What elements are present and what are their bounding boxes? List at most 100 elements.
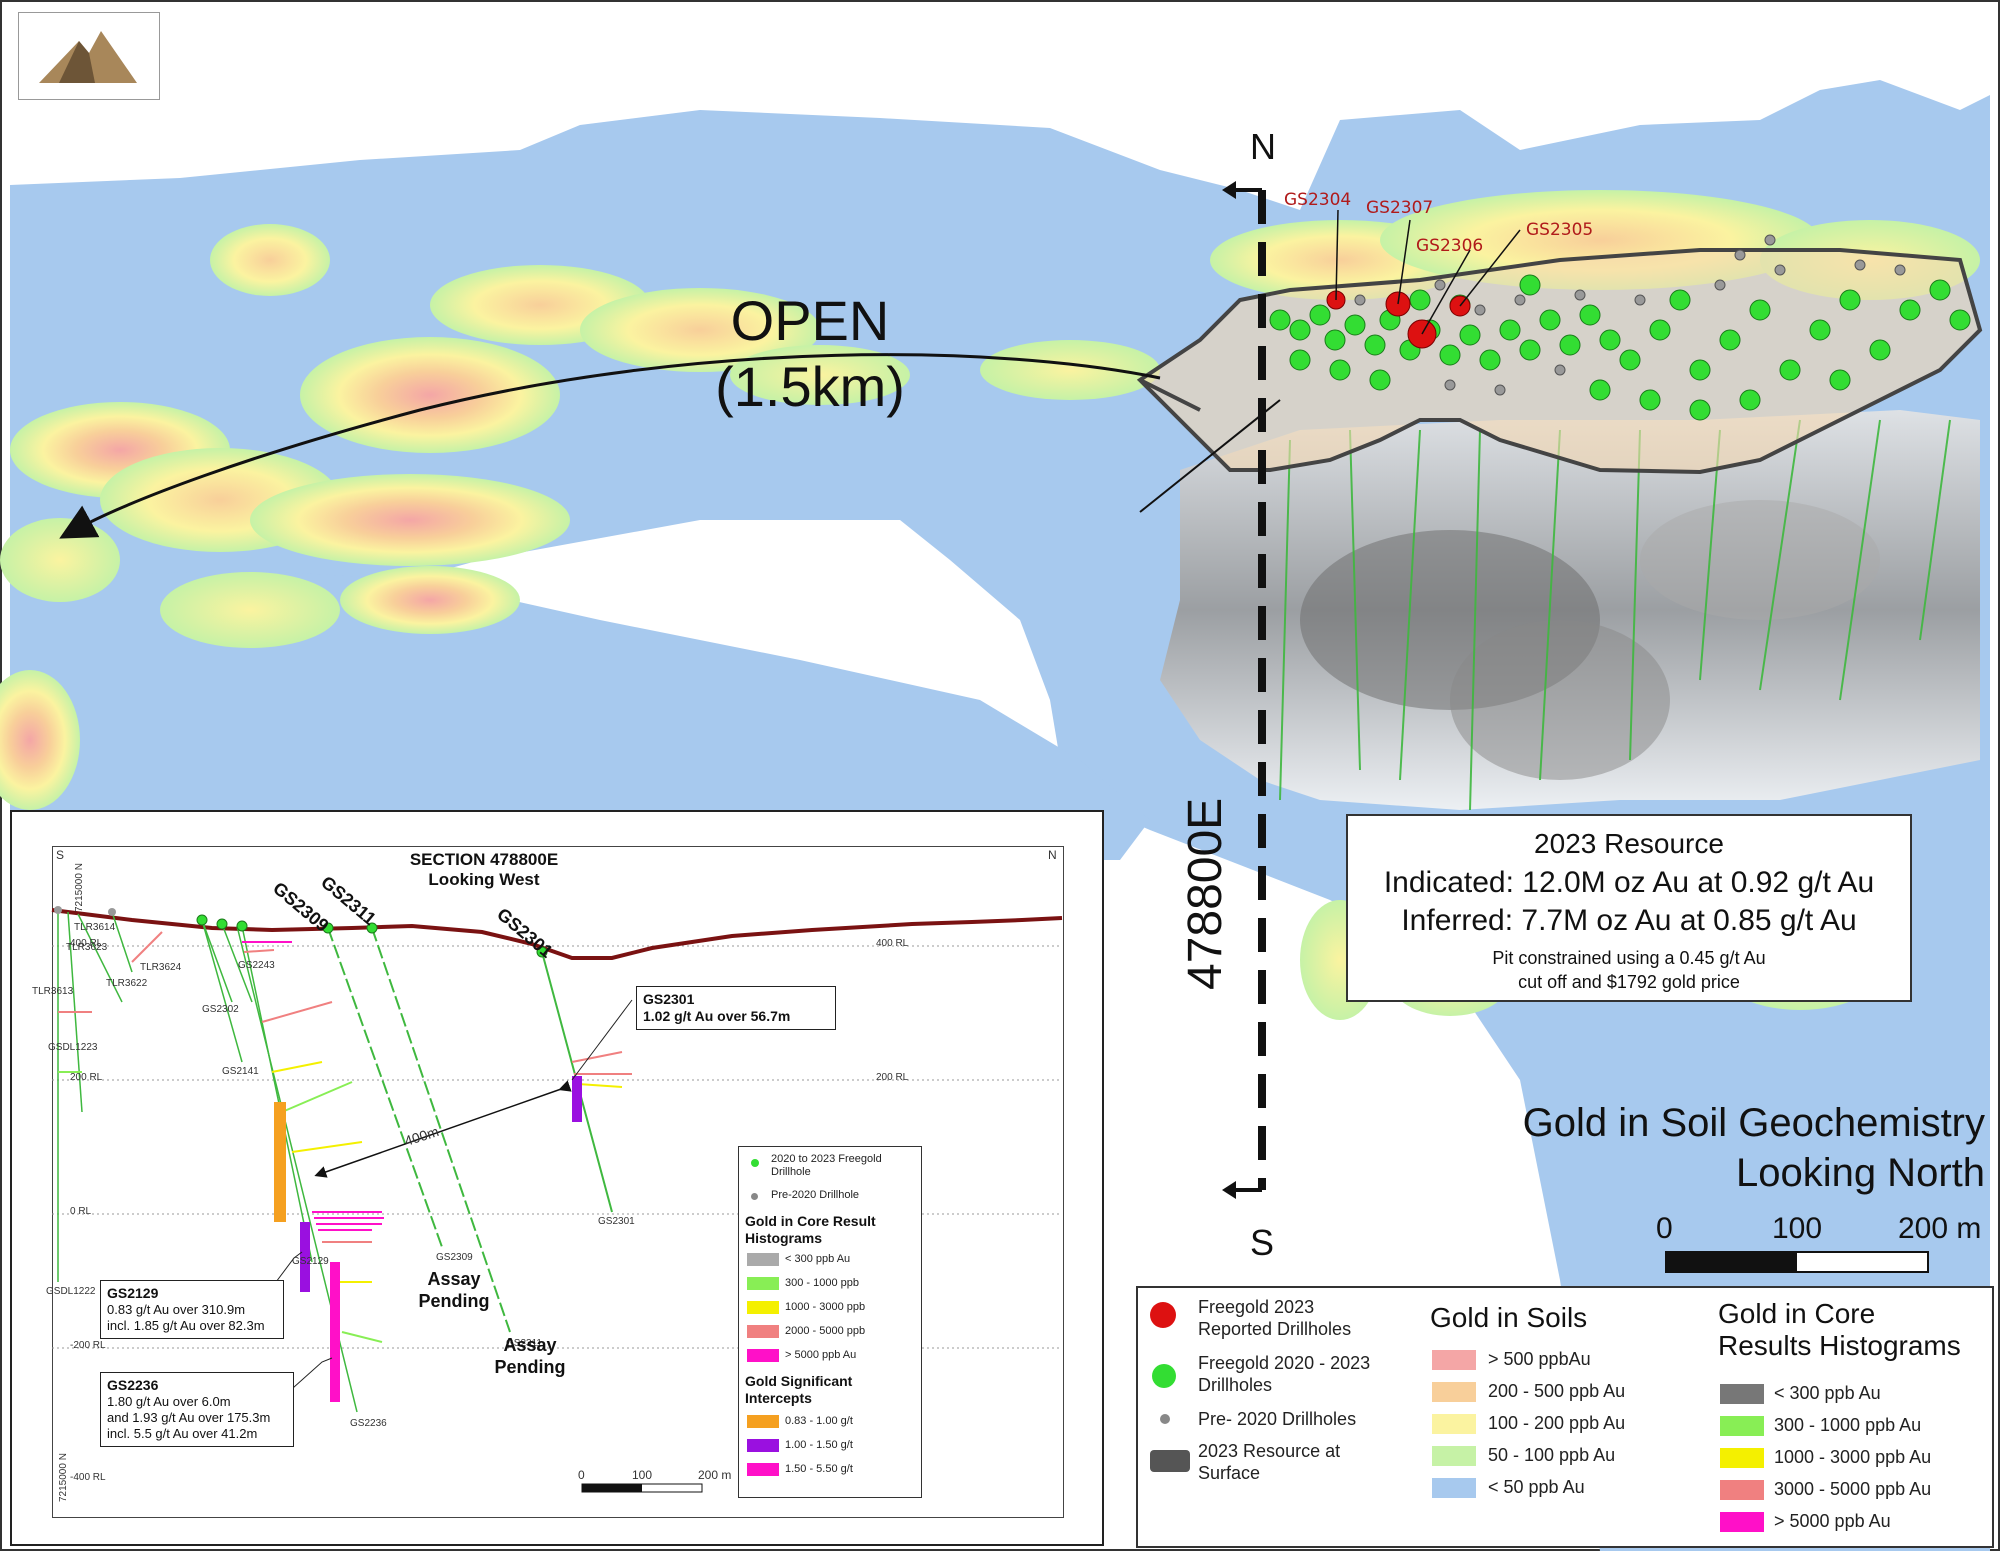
hist-class-2: 300 - 1000 ppb — [785, 1277, 860, 1289]
callout-gs2129: GS2129 0.83 g/t Au over 310.9m incl. 1.8… — [100, 1280, 284, 1339]
resource-inferred: Inferred: 7.7M oz Au at 0.85 g/t Au — [1401, 904, 1857, 937]
open-label-line1: OPEN — [730, 289, 890, 352]
hist-class-4: 2000 - 5000 ppb — [785, 1325, 866, 1337]
legend-pre-2020-drillholes: Pre- 2020 Drillholes — [1198, 1409, 1357, 1429]
section-title-line1: SECTION 478800E — [409, 850, 559, 869]
hole-tlr3624: TLR3624 — [140, 962, 182, 973]
callout-gs2236: GS2236 1.80 g/t Au over 6.0m and 1.93 g/… — [100, 1372, 294, 1447]
core-class-4: 3000 - 5000 ppb Au — [1774, 1479, 1932, 1499]
company-logo — [18, 12, 160, 100]
hole-gsdl1222: GSDL1222 — [46, 1286, 96, 1297]
core-class-3: 1000 - 3000 ppb Au — [1774, 1447, 1932, 1467]
hole-tlr3622: TLR3622 — [106, 978, 148, 989]
callout-gs2129-l2: incl. 1.85 g/t Au over 82.3m — [107, 1318, 265, 1333]
mountain-logo-icon — [39, 31, 137, 83]
section-title-line2: Looking West — [428, 870, 540, 889]
hole-gsdl1223: GSDL1223 — [48, 1042, 98, 1053]
hole-gs2243: GS2243 — [238, 960, 275, 971]
legend-reported-drillholes: Freegold 2023 Reported Drillholes — [1198, 1297, 1352, 1339]
soil-class-5: < 50 ppb Au — [1488, 1477, 1585, 1497]
resource-title: 2023 Resource — [1534, 828, 1724, 859]
resource-note-line2: cut off and $1792 gold price — [1518, 972, 1740, 992]
hole-gs2302: GS2302 — [202, 1004, 239, 1015]
legend-core-title-line2: Results Histograms — [1718, 1330, 1961, 1361]
soil-class-1: > 500 ppbAu — [1488, 1349, 1591, 1369]
inset-scale-0: 0 — [578, 1468, 585, 1482]
callout-gs2301-line: 1.02 g/t Au over 56.7m — [643, 1008, 791, 1024]
resource-note-line1: Pit constrained using a 0.45 g/t Au — [1492, 948, 1766, 968]
section-line-label: 478800E — [1179, 797, 1232, 990]
rl-left-400: 400 RL — [70, 938, 103, 949]
callout-gs2236-l1: 1.80 g/t Au over 6.0m — [107, 1394, 231, 1409]
hole-tlr3613: TLR3613 — [32, 986, 74, 997]
drillhole-label-gs2305: GS2305 — [1526, 220, 1594, 240]
callout-gs2129-l1: 0.83 g/t Au over 310.9m — [107, 1302, 246, 1317]
callout-gs2129-title: GS2129 — [107, 1285, 159, 1301]
rl-right-200: 200 RL — [876, 1072, 909, 1083]
map-title-line1: Gold in Soil Geochemistry — [1522, 1101, 1985, 1145]
inset-scale-100: 100 — [632, 1468, 653, 1482]
section-north: N — [1048, 848, 1057, 862]
drillhole-label-gs2306: GS2306 — [1416, 236, 1484, 256]
core-class-5: > 5000 ppb Au — [1774, 1511, 1891, 1531]
green-circle-icon — [1152, 1364, 1176, 1388]
hist-class-3: 1000 - 3000 ppb — [785, 1301, 866, 1313]
resource-indicated: Indicated: 12.0M oz Au at 0.92 g/t Au — [1383, 866, 1875, 899]
legend-sig-title: Gold Significant Intercepts — [745, 1373, 853, 1406]
legend-resource-surface: 2023 Resource at Surface — [1198, 1441, 1341, 1483]
assay-pending-line1b: Assay — [503, 1335, 557, 1355]
section-frame — [52, 846, 1064, 1518]
rl-left-0: 0 RL — [70, 1206, 92, 1217]
sig-class-3: 1.50 - 5.50 g/t — [785, 1463, 853, 1475]
core-class-1: < 300 ppb Au — [1774, 1383, 1881, 1403]
assay-pending-gs2309: Assay Pending — [404, 1268, 504, 1312]
rl-left-minus400: -400 RL — [70, 1472, 106, 1483]
callout-gs2301-title: GS2301 — [643, 991, 695, 1007]
rl-left-minus200: -200 RL — [70, 1340, 106, 1351]
scale-label-100: 100 — [1772, 1212, 1823, 1245]
soil-class-2: 200 - 500 ppb Au — [1488, 1381, 1626, 1401]
hist-class-5: > 5000 ppb Au — [785, 1349, 857, 1361]
rl-right-400: 400 RL — [876, 938, 909, 949]
core-class-2: 300 - 1000 ppb Au — [1774, 1415, 1922, 1435]
northing-top: 7215000 N — [74, 863, 85, 912]
hole-gs2129: GS2129 — [292, 1256, 329, 1267]
north-label: N — [1250, 126, 1276, 167]
open-label-line2: (1.5km) — [715, 355, 905, 418]
south-label: S — [1250, 1222, 1275, 1263]
legend-core-title-line1: Gold in Core — [1718, 1298, 1876, 1329]
callout-gs2236-title: GS2236 — [107, 1377, 159, 1393]
hole-gs2301-end: GS2301 — [598, 1216, 635, 1227]
hole-gs2311-end: GS2311 — [506, 1338, 542, 1349]
section-title: SECTION 478800E Looking West — [364, 850, 604, 890]
legend-hist-title: Gold in Core Result Histograms — [745, 1213, 876, 1246]
callout-gs2236-l3: incl. 5.5 g/t Au over 41.2m — [107, 1426, 258, 1441]
hole-gs2141: GS2141 — [222, 1066, 259, 1077]
hole-tlr3614: TLR3614 — [74, 922, 116, 933]
section-south: S — [56, 848, 65, 862]
northing-bottom: 7215000 N — [58, 1453, 69, 1502]
legend-new-drillhole: 2020 to 2023 Freegold Drillhole — [771, 1153, 882, 1178]
assay-pending-line2: Pending — [418, 1291, 490, 1311]
grey-dot-icon — [751, 1193, 758, 1200]
green-dot-icon — [751, 1159, 759, 1167]
legend-2020-2023-drillholes: Freegold 2020 - 2023 Drillholes — [1198, 1353, 1371, 1395]
drillhole-label-gs2307: GS2307 — [1366, 198, 1434, 218]
map-legend: Freegold 2023 Reported Drillholes Freego… — [1136, 1286, 1994, 1548]
drillhole-label-gs2304: GS2304 — [1284, 190, 1352, 210]
legend-old-drillhole: Pre-2020 Drillhole — [771, 1189, 860, 1201]
soil-class-4: 50 - 100 ppb Au — [1488, 1445, 1616, 1465]
scale-label-0: 0 — [1656, 1212, 1673, 1245]
callout-gs2236-l2: and 1.93 g/t Au over 175.3m — [107, 1410, 271, 1425]
assay-pending-gs2311: Assay Pending — [480, 1334, 580, 1378]
assay-pending-line1: Assay — [427, 1269, 481, 1289]
resource-box: 2023 Resource Indicated: 12.0M oz Au at … — [1346, 814, 1912, 1002]
assay-pending-line2b: Pending — [494, 1357, 566, 1377]
map-title-line2: Looking North — [1735, 1151, 1985, 1195]
section-legend: 2020 to 2023 Freegold Drillhole Pre-2020… — [738, 1146, 922, 1498]
hole-gs2236-end: GS2236 — [350, 1418, 387, 1429]
open-extent-label: OPEN (1.5km) — [640, 288, 980, 420]
red-circle-icon — [1150, 1302, 1176, 1328]
sig-class-1: 0.83 - 1.00 g/t — [785, 1415, 853, 1427]
soil-class-3: 100 - 200 ppb Au — [1488, 1413, 1626, 1433]
